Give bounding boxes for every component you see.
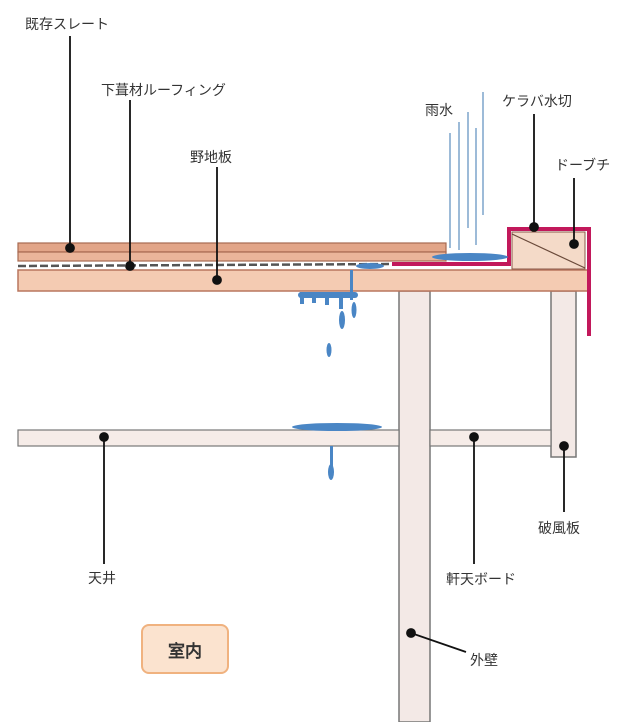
underlayment-line: [17, 262, 401, 268]
exterior-wall: [398, 290, 431, 722]
fascia-board: [550, 290, 577, 458]
slate-layer-top: [17, 242, 447, 253]
label-soffit-board: 軒天ボード: [446, 572, 516, 588]
label-verge-flashing: ケラバ水切: [502, 94, 572, 110]
label-exterior-wall: 外壁: [470, 653, 498, 669]
label-sheathing: 野地板: [190, 150, 232, 166]
label-underlayment: 下葺材ルーフィング: [101, 83, 226, 99]
label-ceiling: 天井: [88, 571, 116, 587]
sheathing-board: [17, 269, 590, 292]
soffit-board: [429, 429, 552, 447]
label-dobuchi: ドーブチ: [555, 158, 611, 174]
label-indoor: 室内: [141, 624, 229, 674]
leader-lines: [65, 36, 579, 653]
label-rainwater: 雨水: [425, 103, 453, 119]
label-fascia-board: 破風板: [538, 521, 580, 537]
verge-flashing: [392, 227, 591, 336]
label-existing-slate: 既存スレート: [25, 17, 109, 33]
rain-streaks: [449, 92, 484, 250]
dobuchi-diagonal: [511, 233, 586, 269]
water-leak: [292, 253, 508, 480]
ceiling-board: [17, 429, 400, 447]
slate-layer-bottom: [17, 251, 447, 262]
